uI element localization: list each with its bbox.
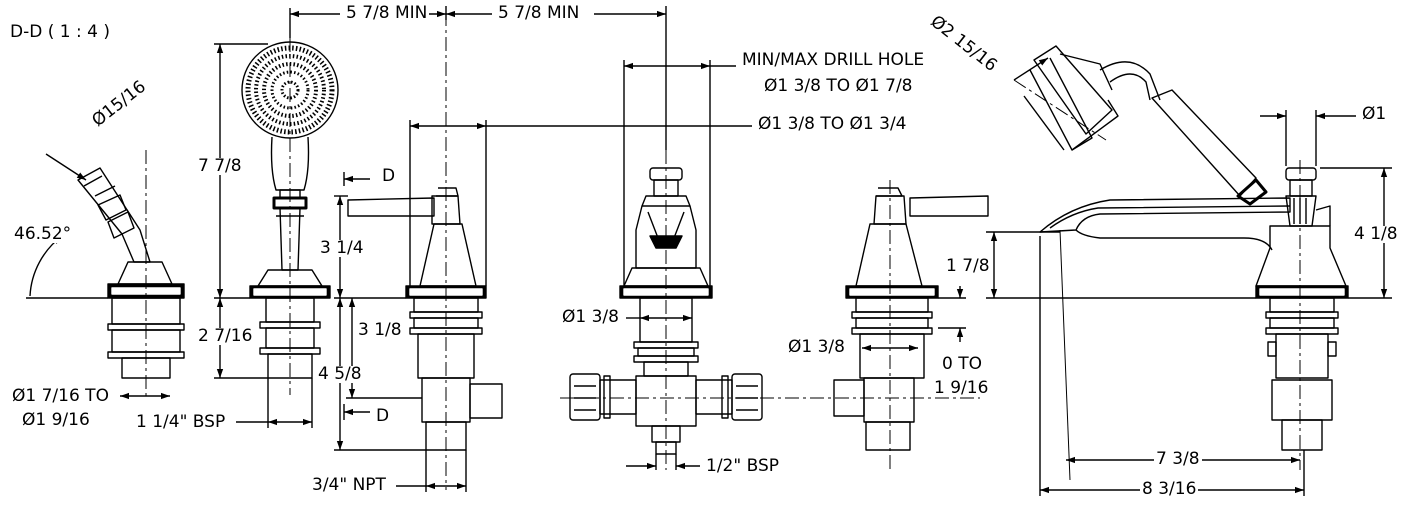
dim-depth-4-5-8: 4 5/8: [316, 364, 364, 384]
dim-bsp-1-1-4: 1 1/4" BSP: [134, 412, 228, 432]
dim-height-3-1-8: 3 1/8: [356, 320, 404, 340]
dim-range-0-to: 0 TO: [942, 354, 982, 374]
dim-depth-2-7-16: 2 7/16: [196, 326, 255, 346]
dim-dia-1-9-16: Ø1 9/16: [22, 410, 90, 430]
section-dd-view: [26, 150, 185, 400]
dim-range-1-9-16: 1 9/16: [934, 378, 989, 398]
dim-angle: 46.52°: [12, 224, 74, 244]
section-marker-bottom: D: [376, 406, 390, 426]
dim-npt-3-4: 3/4" NPT: [310, 475, 388, 495]
section-title: D-D ( 1 : 4 ): [10, 22, 110, 42]
center-valve-view: [560, 60, 980, 470]
right-valve-view: [833, 180, 989, 470]
dim-min-right: 5 7/8 MIN: [496, 3, 582, 23]
dim-bsp-1-2: 1/2" BSP: [704, 456, 781, 476]
spout-side-view: [986, 45, 1392, 496]
dim-height-4-1-8: 4 1/8: [1352, 224, 1400, 244]
left-valve-view: [334, 12, 752, 492]
dim-length-8-3-16: 8 3/16: [1140, 479, 1199, 499]
min-spacing-dimensions: [289, 6, 667, 150]
dim-dia-1-7-16-to: Ø1 7/16 TO: [12, 386, 109, 406]
dim-dia-1-3-8-right: Ø1 3/8: [786, 337, 847, 357]
dim-height-7-7-8: 7 7/8: [196, 156, 244, 176]
dim-height-1-7-8: 1 7/8: [944, 256, 992, 276]
dim-length-7-3-8: 7 3/8: [1154, 449, 1202, 469]
dim-dia-1: Ø1: [1360, 104, 1389, 124]
dim-shower-head-dia: Ø2 15/16: [926, 11, 1001, 76]
section-marker-top: D: [382, 166, 396, 186]
dim-drill-line2: Ø1 3/8 TO Ø1 7/8: [762, 76, 915, 96]
dim-hole-range: Ø1 3/8 TO Ø1 3/4: [756, 114, 909, 134]
dim-dia-15-16: Ø15/16: [88, 76, 150, 131]
dim-height-3-1-4: 3 1/4: [318, 238, 366, 258]
dim-drill-line1: MIN/MAX DRILL HOLE: [740, 50, 927, 70]
dim-min-left: 5 7/8 MIN: [344, 3, 430, 23]
dim-dia-1-3-8-center: Ø1 3/8: [560, 307, 621, 327]
